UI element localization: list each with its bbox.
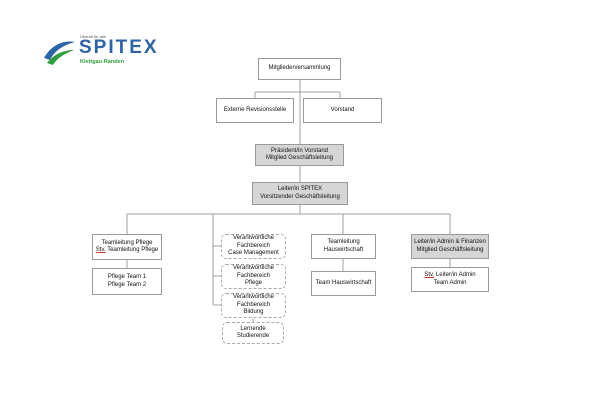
pflege-line1: Teamleitung Pflege — [101, 239, 153, 246]
vorstand-label: Vorstand — [330, 106, 355, 113]
fb-bildung-line2: Fachbereich — [236, 301, 271, 308]
admin-line2: Mitglied Geschäftsleitung — [416, 246, 484, 253]
fb-case-line3: Case Management — [228, 250, 279, 257]
team-hauswirtschaft-box: Team Hauswirtschaft — [311, 271, 376, 296]
admin-team-line1-rest: Leiter/in Admin — [434, 272, 476, 278]
spitex-logo-mark-icon — [44, 41, 75, 65]
admin-team-line2: Team Admin — [433, 279, 467, 286]
fachbereich-case-management-box: Verantwortliche Fachbereich Case Managem… — [221, 234, 286, 259]
leiter-line1: Leiter/in SPITEX — [277, 186, 323, 192]
logo-tagline: Überall für alle — [80, 34, 106, 39]
mitgliederversammlung-label: Mitgliederversammlung — [268, 65, 331, 72]
admin-team-line1: Stv. Leiter/in Admin — [424, 272, 475, 280]
teamleitung-hauswirtschaft-box: Teamleitung Hauswirtschaft — [311, 234, 376, 259]
leiter-line2: Vorsitzender Geschäftsleitung — [260, 193, 340, 200]
pflege-line2: Stv. Teamleitung Pflege — [96, 247, 158, 255]
fb-pflege-line3: Pflege — [244, 280, 262, 287]
spitex-logo: Überall für alle SPITEX Klettgau-Randen — [42, 34, 157, 70]
team-hauswirtschaft-label: Team Hauswirtschaft — [315, 279, 372, 286]
fachbereich-bildung-box: Verantwortliche Fachbereich Bildung — [221, 293, 286, 318]
lernende-line1: Lernende — [240, 325, 266, 332]
revisionsstelle-box: Externe Revisionsstelle — [216, 98, 294, 123]
lernende-line2: Studierende — [236, 333, 270, 339]
logo-region: Klettgau-Randen — [80, 59, 124, 65]
revisionsstelle-label: Externe Revisionsstelle — [223, 106, 287, 113]
fb-pflege-line2: Fachbereich — [236, 272, 271, 279]
fb-case-line1: Verantwortliche — [232, 235, 275, 242]
admin-finanzen-box: Leiter/in Admin & Finanzen Mitglied Gesc… — [411, 234, 489, 259]
fb-bildung-line3: Bildung — [243, 309, 264, 316]
logo-name: SPITEX — [79, 37, 159, 58]
hw-line1: Teamleitung — [327, 239, 360, 245]
pflege-stv-label: Stv. — [95, 247, 106, 253]
hw-line2: Hauswirtschaft — [323, 246, 364, 253]
pflege-team1-label: Pflege Team 1 — [107, 274, 147, 280]
pflege-teams-box: Pflege Team 1 Pflege Team 2 — [92, 268, 162, 295]
leiter-spitex-box: Leiter/in SPITEX Vorsitzender Geschäftsl… — [252, 182, 348, 205]
fb-bildung-line1: Verantwortliche — [232, 294, 275, 301]
teamleitung-pflege-box: Teamleitung Pflege Stv. Teamleitung Pfle… — [92, 234, 162, 260]
fb-pflege-line1: Verantwortliche — [232, 265, 275, 272]
team-admin-box: Stv. Leiter/in Admin Team Admin — [411, 267, 489, 292]
fb-case-line2: Fachbereich — [236, 242, 271, 249]
praesident-box: Präsident/in Vorstand Mitglied Geschäfts… — [255, 144, 344, 166]
admin-stv-label: Stv. — [424, 272, 435, 278]
pflege-team2-label: Pflege Team 2 — [107, 281, 147, 288]
fachbereich-pflege-box: Verantwortliche Fachbereich Pflege — [221, 264, 286, 289]
vorstand-box: Vorstand — [303, 98, 382, 123]
lernende-box: Lernende Studierende — [222, 322, 284, 344]
pflege-line2-rest: Teamleitung Pflege — [105, 247, 159, 253]
praesident-line1: Präsident/in Vorstand — [270, 147, 329, 154]
admin-line1: Leiter/in Admin & Finanzen — [414, 239, 486, 245]
praesident-line2: Mitglied Geschäftsleitung — [265, 155, 334, 161]
mitgliederversammlung-box: Mitgliederversammlung — [258, 58, 341, 80]
